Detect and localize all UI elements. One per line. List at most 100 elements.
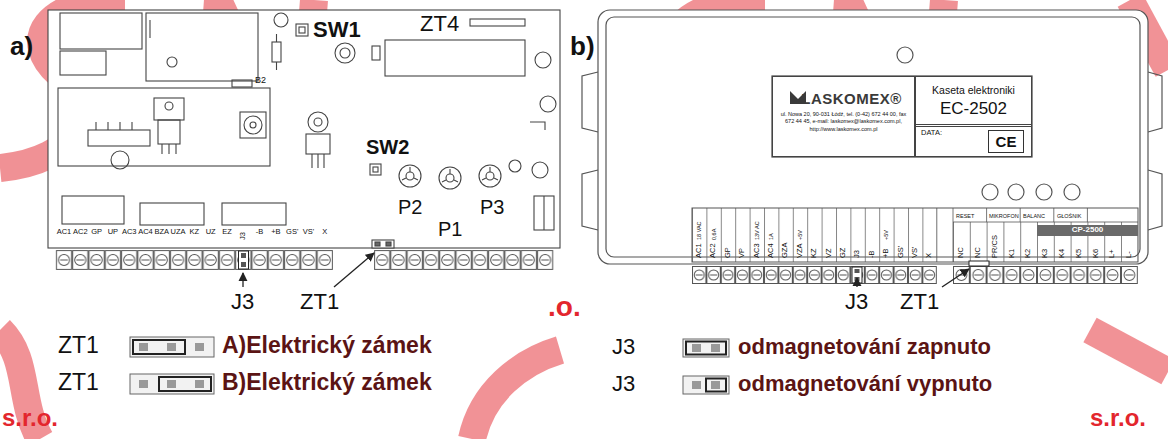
terminal-name: GP xyxy=(91,228,102,236)
part-name: P3 xyxy=(480,196,504,218)
circuit-board xyxy=(60,51,106,75)
watermark-text: s.r.o. xyxy=(2,405,58,431)
watermark xyxy=(472,350,560,439)
terminal-name: GP xyxy=(724,247,732,258)
terminal-name: -B xyxy=(256,228,264,236)
circuit-board xyxy=(534,196,554,230)
circuit-board xyxy=(58,88,270,166)
legend-key: J3 xyxy=(612,372,635,396)
electronics-housing xyxy=(582,170,598,230)
terminal-name: AC4 xyxy=(138,228,153,236)
jumper-symbol xyxy=(130,374,214,394)
terminal-table xyxy=(936,208,937,262)
terminal-name: AC1 xyxy=(57,228,72,236)
terminal-name: AC3 xyxy=(122,228,137,236)
circuit-board xyxy=(140,203,204,225)
terminal-name: VZA xyxy=(796,243,804,258)
circuit-board xyxy=(540,96,556,112)
circuit-board xyxy=(111,151,129,169)
product-label: Kaseta elektronikiEC-2502 xyxy=(915,76,1032,127)
electronics-housing xyxy=(897,47,913,63)
logo-text: LASKOMEX® xyxy=(778,90,909,107)
part-name: P2 xyxy=(398,196,422,218)
jumper-symbol xyxy=(692,344,701,352)
electronics-housing xyxy=(582,10,1162,264)
rating-note: 0,6A xyxy=(711,229,717,240)
terminal-name: L- xyxy=(1125,251,1133,258)
terminal-name: NC xyxy=(974,247,982,258)
legend-text: odmagnetování zapnuto xyxy=(738,335,991,359)
circuit-board xyxy=(372,240,394,248)
terminal-strip xyxy=(56,250,333,270)
circuit-board xyxy=(272,42,281,62)
leader-arrow xyxy=(242,273,243,287)
electronics-housing xyxy=(598,10,1148,264)
circuit-board xyxy=(479,165,501,187)
terminal-table xyxy=(855,269,860,273)
terminal-name: AC3 xyxy=(753,243,761,258)
part-name: P1 xyxy=(438,218,462,240)
column-heading: MIKROFON xyxy=(989,213,1019,219)
terminal-name: VS' xyxy=(303,228,314,236)
product-title: Kaseta elektroniki xyxy=(919,84,1028,96)
circuit-board xyxy=(312,154,324,168)
terminal-name: K5 xyxy=(1075,249,1083,258)
column-heading: RESET xyxy=(956,213,974,219)
terminal-name: NC xyxy=(957,247,965,258)
circuit-board xyxy=(149,20,150,38)
date-field: DATA:CE xyxy=(915,124,1032,157)
circuit-board xyxy=(165,102,173,110)
terminal-table xyxy=(987,208,1088,222)
circuit-board xyxy=(274,13,288,27)
leader-arrow xyxy=(856,278,857,287)
terminal-strip xyxy=(56,250,553,270)
jumper-symbol xyxy=(139,380,148,388)
circuit-board xyxy=(470,19,525,26)
rating-note: +5V xyxy=(797,230,803,240)
product-code: EC-2502 xyxy=(919,99,1028,119)
circuit-board xyxy=(146,13,258,81)
legend-key: ZT1 xyxy=(58,333,99,358)
circuit-board xyxy=(386,242,391,246)
terminal-strip xyxy=(239,251,249,269)
callout-label: J3 xyxy=(231,290,254,314)
electronics-housing xyxy=(772,76,1032,157)
circuit-board xyxy=(62,196,124,224)
jumper-symbol xyxy=(683,339,729,357)
circuit-board xyxy=(296,24,308,36)
part-name: B2 xyxy=(255,76,266,86)
circuit-board xyxy=(222,203,286,225)
callout-label: J3 xyxy=(845,290,868,314)
rating-note: 13V AC xyxy=(754,221,760,240)
circuit-board xyxy=(385,40,525,76)
circuit-board xyxy=(250,122,256,128)
terminal-table xyxy=(692,208,1138,262)
terminal-name: L+ xyxy=(1108,249,1116,258)
terminal-strip xyxy=(241,253,246,258)
circuit-board xyxy=(48,10,560,248)
terminal-name: EZ xyxy=(222,228,232,236)
circuit-board xyxy=(399,165,421,187)
legend-text: odmagnetování vypnuto xyxy=(738,372,992,396)
terminal-name: KZ xyxy=(810,248,818,258)
circuit-board xyxy=(276,34,277,42)
terminal-name: AC4 xyxy=(767,243,775,258)
address-text: ul. Nowa 20, 90-031 Łódź, tel. (0-42) 67… xyxy=(778,111,909,132)
terminal-name: J3 xyxy=(239,232,247,240)
terminal-name: UP xyxy=(108,228,118,236)
circuit-board xyxy=(372,46,380,60)
jumper-symbol xyxy=(167,380,176,388)
leader-arrow xyxy=(334,253,374,287)
terminal-name: GZ xyxy=(839,248,847,258)
watermark-text: s.r.o. xyxy=(1090,405,1146,431)
electronics-housing xyxy=(1064,184,1080,200)
circuit-board xyxy=(439,167,461,189)
jumper-symbol xyxy=(686,342,726,355)
module-band: CP-2500 xyxy=(1037,225,1138,236)
terminal-name: VP xyxy=(738,248,746,258)
terminal-name: GS' xyxy=(286,228,298,236)
circuit-board xyxy=(88,130,150,146)
terminal-name: BZA xyxy=(155,228,170,236)
ce-text: CE xyxy=(989,131,1023,152)
